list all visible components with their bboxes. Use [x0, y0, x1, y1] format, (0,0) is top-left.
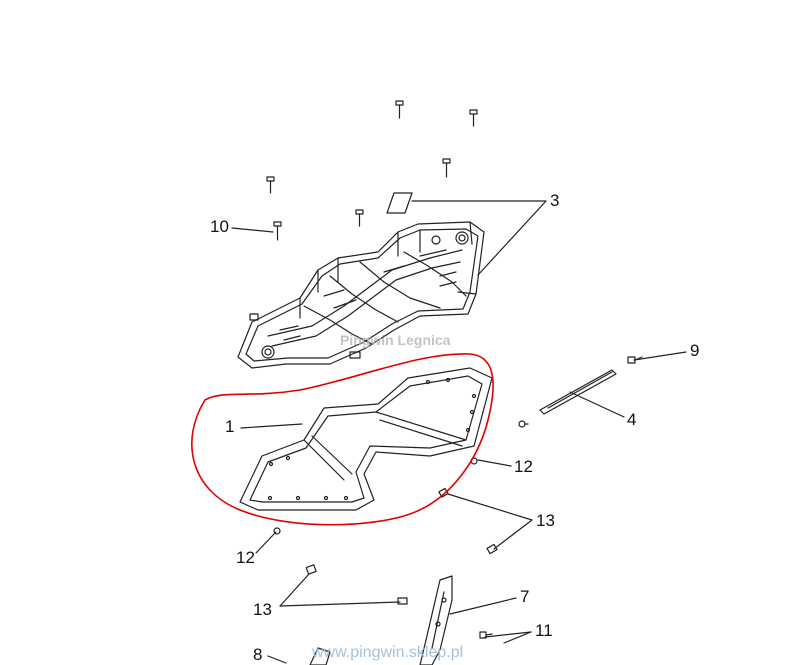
watermark-bottom: www.pingwin.sklep.pl	[312, 644, 464, 661]
callout-8: 8	[253, 645, 263, 664]
clip-icon	[305, 564, 317, 575]
callout-11: 11	[535, 621, 553, 640]
callout-3: 3	[550, 191, 560, 210]
clip-icon	[397, 597, 408, 605]
bolt-icon	[479, 631, 493, 639]
bolt-icon	[627, 356, 643, 364]
highlight-outline	[191, 353, 494, 526]
screw-icon	[395, 100, 404, 119]
callout-10: 10	[210, 217, 229, 236]
callout-12-right: 12	[514, 457, 533, 476]
screw-icon	[266, 176, 275, 194]
callout-4: 4	[627, 410, 637, 429]
callout-13-right: 13	[536, 511, 555, 530]
rod-part	[539, 369, 617, 415]
callout-1: 1	[225, 417, 235, 436]
watermark-center: Pingwin Legnica	[340, 332, 451, 348]
clip-icon	[438, 487, 449, 498]
clip-icon	[486, 543, 498, 555]
screw-icon	[442, 158, 451, 178]
callout-12-left: 12	[236, 548, 255, 567]
bottom-part	[309, 647, 331, 665]
callout-13-left: 13	[253, 600, 272, 619]
screw-icon	[273, 221, 282, 241]
callout-7: 7	[520, 587, 530, 606]
screw-icon	[469, 109, 478, 127]
upper-rack-part	[237, 221, 485, 369]
callout-9: 9	[690, 341, 700, 360]
lower-frame-part	[239, 367, 493, 511]
screw-icon	[355, 209, 364, 227]
bracket-part	[419, 575, 453, 665]
nut-icon	[273, 527, 281, 535]
decal-part	[386, 192, 413, 214]
nut-icon	[518, 420, 529, 428]
